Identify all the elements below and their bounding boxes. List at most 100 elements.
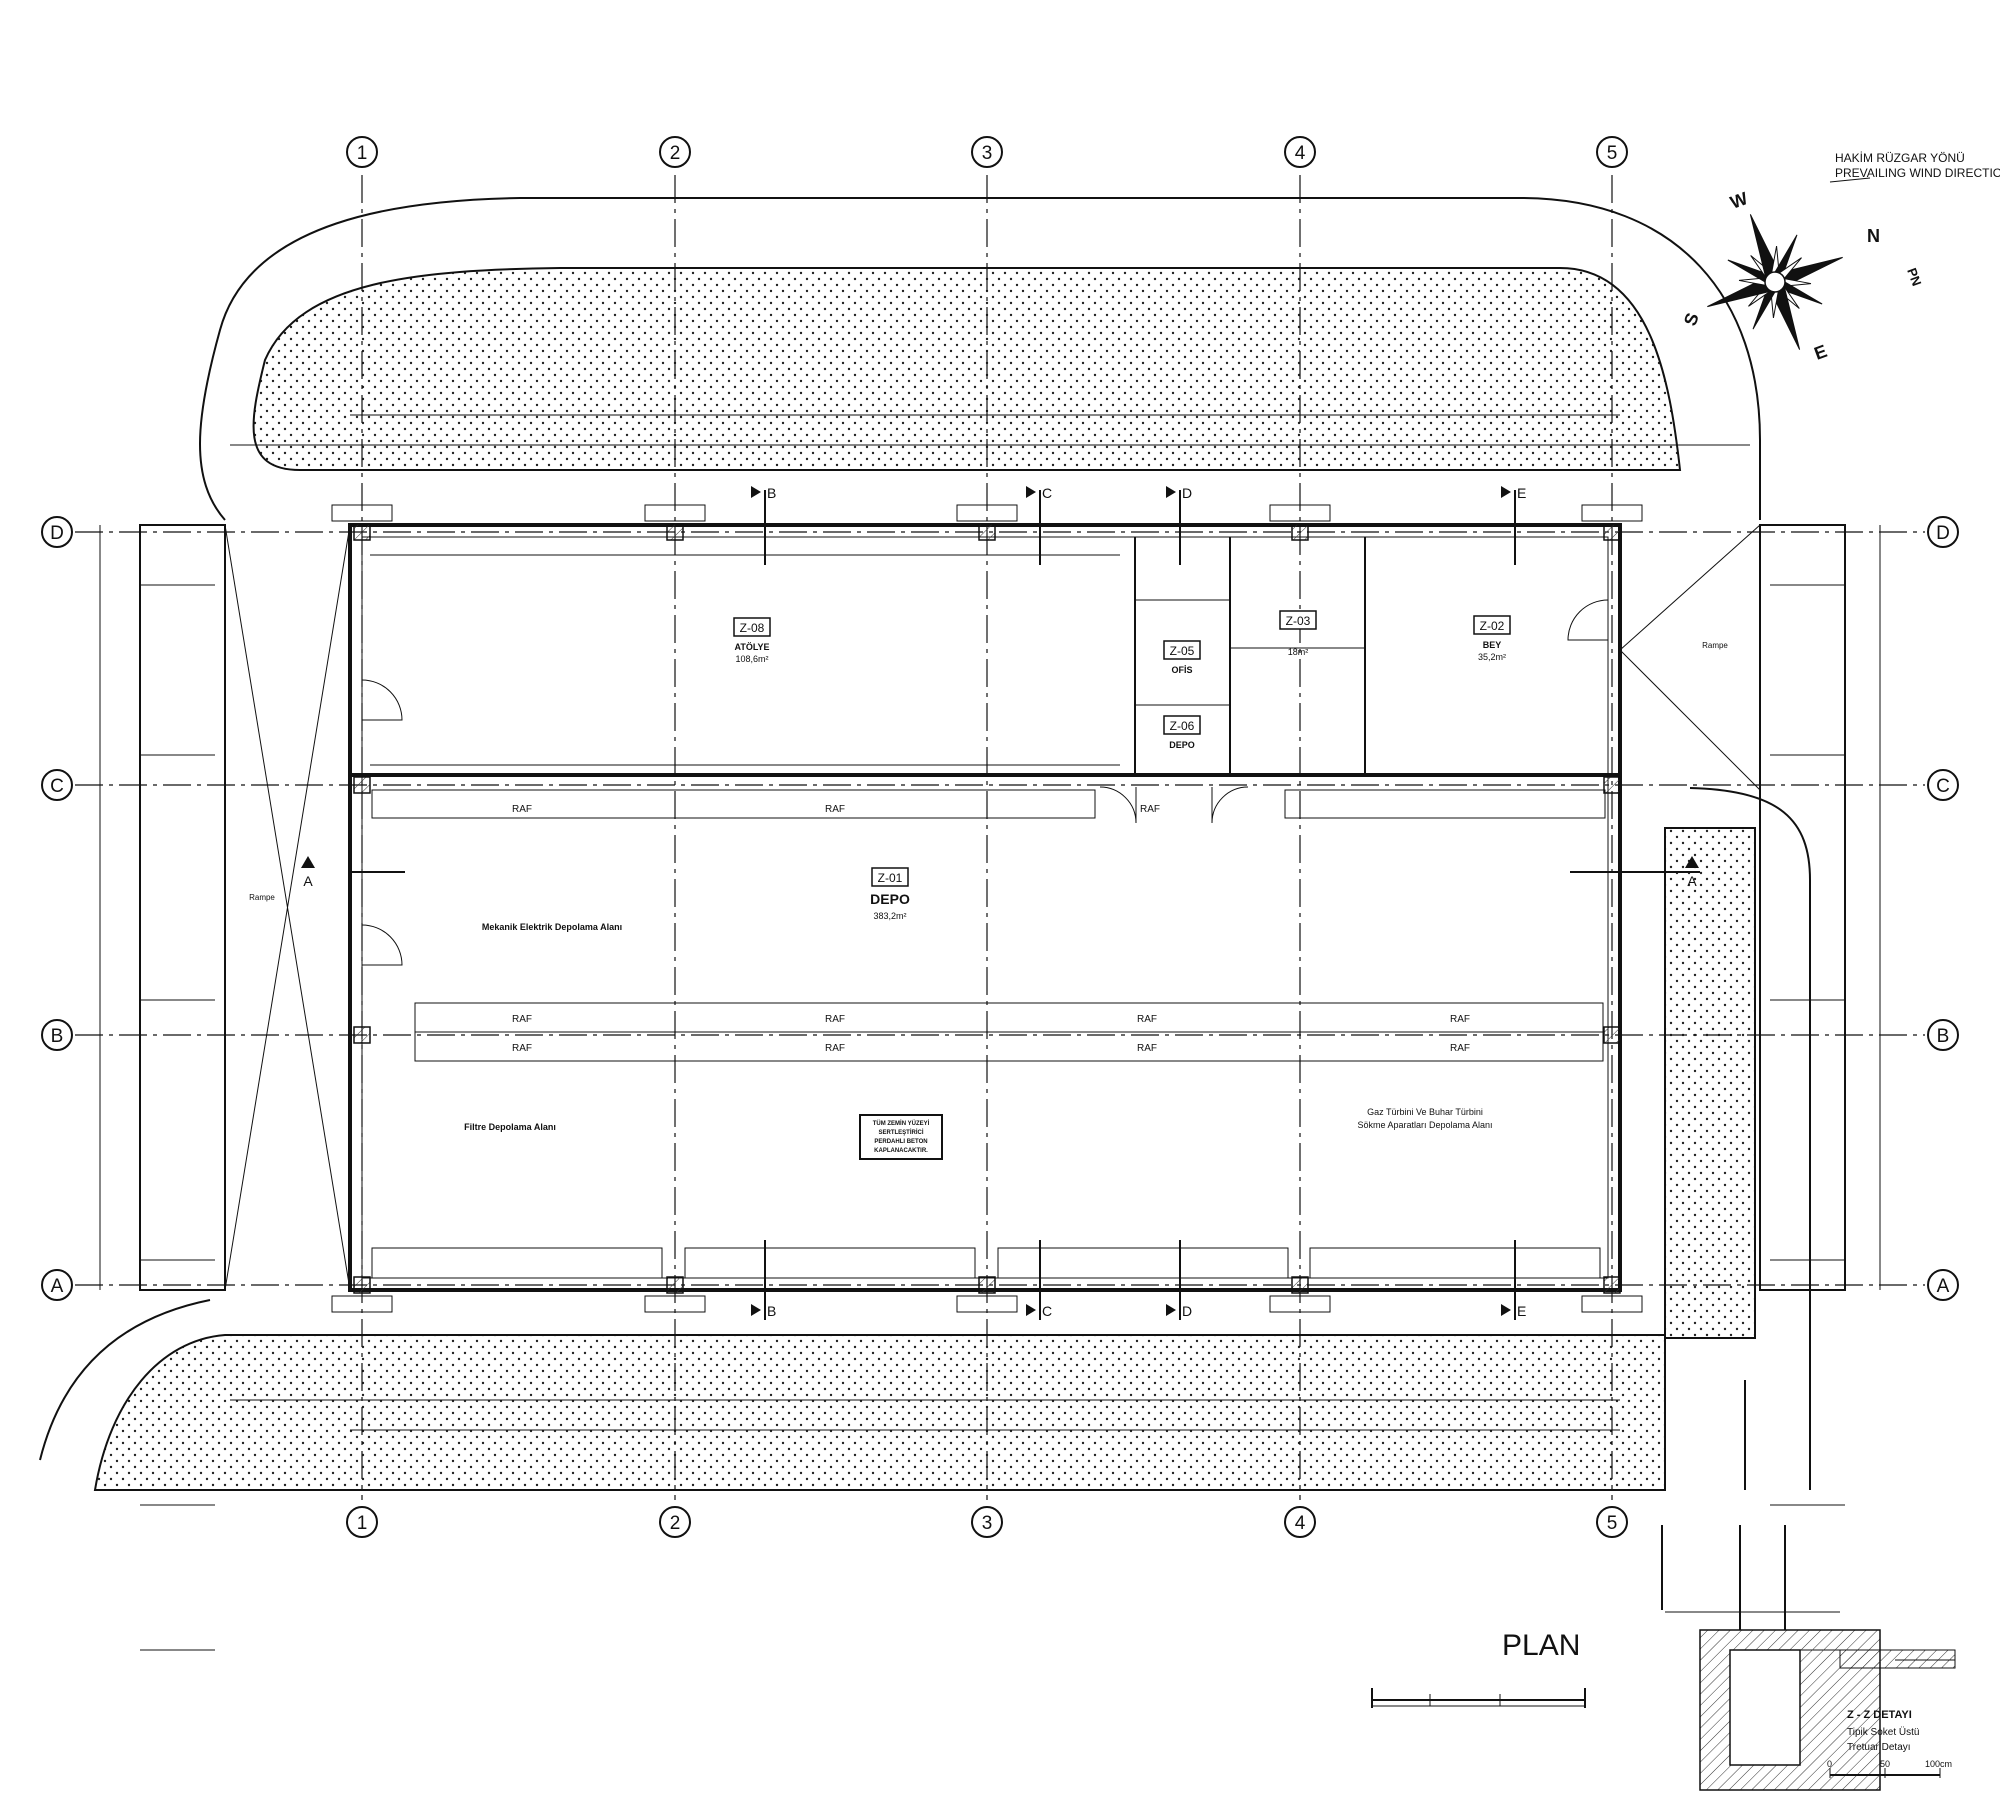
column bbox=[1603, 523, 1621, 541]
detail-scale-100: 100cm bbox=[1925, 1759, 1952, 1769]
grid-label-2: 2 bbox=[670, 143, 681, 164]
shelf-lower bbox=[371, 1247, 663, 1279]
room-name-Z-01: DEPO bbox=[870, 891, 910, 907]
room-code-Z-02: Z-02 bbox=[1480, 619, 1505, 633]
wind-leader bbox=[1829, 177, 1871, 183]
raf-label: RAF bbox=[825, 1043, 845, 1054]
footing-south bbox=[1269, 1295, 1331, 1313]
room-code-Z-01: Z-01 bbox=[878, 871, 903, 885]
grid-label-1: 1 bbox=[357, 143, 368, 164]
room-tag-Z-02 bbox=[1473, 615, 1511, 635]
room-code-Z-05: Z-05 bbox=[1170, 644, 1195, 658]
landscape-south bbox=[93, 1334, 1666, 1491]
wind-letter-pn: PN bbox=[1904, 266, 1924, 288]
detail-title: Z - Z DETAYI bbox=[1847, 1709, 1912, 1721]
building-outline bbox=[348, 523, 1622, 1292]
room-code-Z-03: Z-03 bbox=[1286, 614, 1311, 628]
section-arrow-D bbox=[1166, 486, 1176, 498]
shelf-upper bbox=[1284, 789, 1606, 819]
wind-letter-w: W bbox=[1728, 188, 1751, 213]
room-name-Z-02: BEY bbox=[1483, 640, 1502, 650]
section-label-E-top: E bbox=[1517, 485, 1526, 501]
column bbox=[1603, 776, 1621, 794]
door-west-1 bbox=[361, 679, 403, 721]
section-arrow-D bbox=[1166, 1304, 1176, 1316]
grid-bubble-2-top bbox=[659, 136, 691, 168]
ramp-label-east: Rampe bbox=[1702, 641, 1728, 650]
grid-bubble-5-bottom bbox=[1596, 1506, 1628, 1538]
room-name-Z-06: DEPO bbox=[1169, 740, 1195, 750]
grid-bubble-A-right bbox=[1927, 1269, 1959, 1301]
grid-bubble-3-bottom bbox=[971, 1506, 1003, 1538]
raf-label: RAF bbox=[1140, 804, 1160, 815]
section-label-C-bottom: C bbox=[1042, 1303, 1052, 1319]
column bbox=[353, 1276, 371, 1294]
detail-scale-0: 0 bbox=[1827, 1759, 1832, 1769]
grid-label-A: A bbox=[51, 1276, 64, 1297]
room-code-Z-08: Z-08 bbox=[740, 621, 765, 635]
room-tag-Z-05 bbox=[1163, 640, 1201, 660]
landscape-east bbox=[1664, 827, 1756, 1339]
door-east bbox=[1567, 599, 1609, 641]
grid-bubble-4-top bbox=[1284, 136, 1316, 168]
grid-bubble-4-bottom bbox=[1284, 1506, 1316, 1538]
grid-label-2: 2 bbox=[670, 1513, 681, 1534]
grid-bubble-3-top bbox=[971, 136, 1003, 168]
raf-label: RAF bbox=[1137, 1014, 1157, 1025]
footing-north bbox=[644, 504, 706, 522]
section-label-B-bottom: B bbox=[767, 1303, 776, 1319]
floor-note-line: SERTLEŞTİRİCİ bbox=[878, 1129, 923, 1136]
grid-label-B: B bbox=[51, 1026, 64, 1047]
raf-label: RAF bbox=[825, 804, 845, 815]
grid-label-5: 5 bbox=[1607, 143, 1618, 164]
raf-label: RAF bbox=[1450, 1014, 1470, 1025]
section-label-A-west: A bbox=[303, 873, 313, 889]
shelf-upper bbox=[371, 789, 1096, 819]
section-label-E-bottom: E bbox=[1517, 1303, 1526, 1319]
wind-letter-s: S bbox=[1680, 310, 1703, 328]
section-label-D-bottom: D bbox=[1182, 1303, 1192, 1319]
door-depo-2 bbox=[1211, 786, 1249, 824]
room-area-Z-08: 108,6m² bbox=[735, 654, 768, 664]
area-gas: Gaz Türbini Ve Buhar Türbini bbox=[1367, 1107, 1483, 1117]
room-area-Z-02: 35,2m² bbox=[1478, 652, 1506, 662]
column bbox=[666, 1276, 684, 1294]
grid-label-C: C bbox=[50, 776, 64, 797]
grid-bubble-D-right bbox=[1927, 516, 1959, 548]
grid-label-B: B bbox=[1937, 1026, 1950, 1047]
room-area-Z-01: 383,2m² bbox=[873, 911, 906, 921]
room-tag-Z-03 bbox=[1279, 610, 1317, 630]
column bbox=[666, 523, 684, 541]
grid-label-4: 4 bbox=[1295, 143, 1306, 164]
site-boundary-south bbox=[39, 1299, 211, 1461]
ramp-diagonal-east bbox=[1619, 524, 1761, 651]
section-arrow-B bbox=[751, 486, 761, 498]
grid-label-3: 3 bbox=[982, 143, 993, 164]
shelf-lower bbox=[997, 1247, 1289, 1279]
detail-line2: Tretuar Detayı bbox=[1847, 1742, 1911, 1753]
door-depo-1 bbox=[1099, 786, 1137, 824]
plan-title: PLAN bbox=[1502, 1629, 1580, 1662]
floor-note-box bbox=[859, 1114, 943, 1160]
wind-rose: W N PN S E bbox=[1680, 188, 1924, 364]
column bbox=[353, 1026, 371, 1044]
grid-bubble-D-left bbox=[41, 516, 73, 548]
area-mechanical: Mekanik Elektrik Depolama Alanı bbox=[482, 922, 622, 932]
footing-south bbox=[331, 1295, 393, 1313]
ramp-east bbox=[1759, 524, 1846, 1291]
grid-bubble-B-left bbox=[41, 1019, 73, 1051]
raf-label: RAF bbox=[512, 1014, 532, 1025]
detail-z-z: Z - Z DETAYI Tipik Soket Üstü Tretuar De… bbox=[1661, 1525, 1956, 1791]
footing-south bbox=[1581, 1295, 1643, 1313]
column bbox=[1603, 1276, 1621, 1294]
floor-note-line: TÜM ZEMİN YÜZEYİ bbox=[873, 1120, 930, 1127]
section-arrow-C bbox=[1026, 1304, 1036, 1316]
column bbox=[1603, 1026, 1621, 1044]
section-label-D-top: D bbox=[1182, 485, 1192, 501]
room-area-Z-03: 18m² bbox=[1288, 647, 1309, 657]
grid-bubble-2-bottom bbox=[659, 1506, 691, 1538]
grid-label-D: D bbox=[50, 523, 64, 544]
raf-label: RAF bbox=[1450, 1043, 1470, 1054]
